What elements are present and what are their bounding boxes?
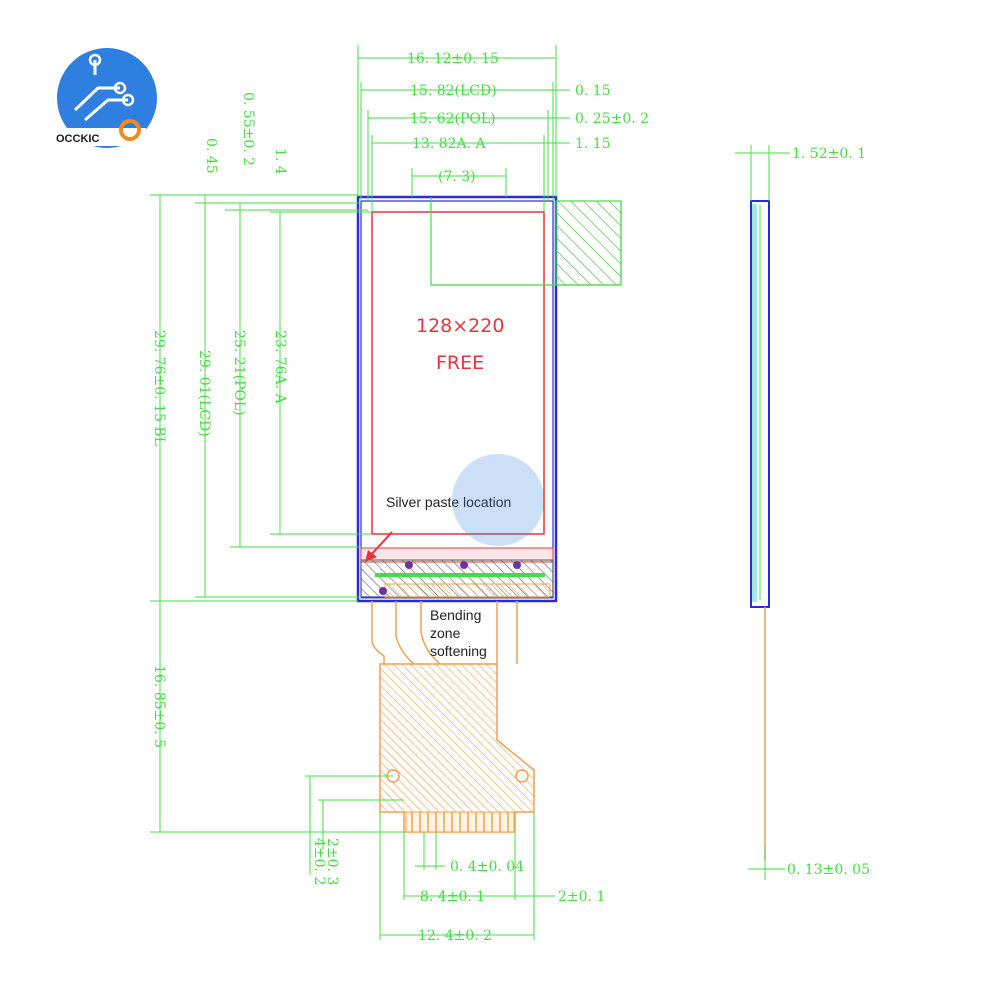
side-dimension-lines	[735, 145, 790, 880]
silver-paste-annotation: Silver paste location	[386, 494, 511, 510]
resolution-label: 128×220	[416, 315, 504, 337]
dim-contact-span: 8. 4±0. 1	[420, 889, 485, 905]
pad-dot	[460, 561, 468, 569]
dim-fpc-thickness: 0. 13±0. 05	[787, 862, 870, 878]
dim-pitch: 0. 4±0. 04	[450, 859, 524, 875]
gear-icon	[119, 119, 141, 141]
pad-dot	[513, 561, 521, 569]
dim-aa-height: 23. 76A. A	[272, 330, 288, 405]
dim-1-4: 1. 4	[272, 148, 288, 175]
dim-overall-width: 16. 12±0. 15	[407, 51, 499, 67]
fpc-traces	[371, 601, 518, 665]
fpc-mount-hole	[515, 769, 529, 783]
silver-paste-arrow	[369, 531, 393, 557]
dim-bl-height: 29. 76±0. 15 BL	[151, 330, 167, 446]
dim-2-03: 2±0. 3	[324, 838, 340, 885]
left-dimension-lines	[150, 194, 404, 833]
watermark-logo	[452, 454, 544, 546]
active-area-outline	[371, 211, 545, 535]
pad-dot	[379, 587, 387, 595]
dim-right-offset-3: 1. 15	[575, 136, 611, 152]
watermark-circle	[452, 454, 544, 546]
top-dimension-lines	[357, 45, 570, 212]
dim-lcd-height: 29. 01(LCD)	[196, 350, 212, 437]
circuit-node-icon	[88, 53, 102, 67]
dim-fpc-length: 16. 85±0. 5	[151, 665, 167, 748]
dim-edge-offset: 2±0. 1	[558, 889, 605, 905]
fpc-bond-area	[384, 583, 551, 598]
side-polarizer	[752, 204, 757, 602]
arrow-head-icon	[365, 550, 377, 562]
logo-text: OCCKIC	[56, 133, 99, 145]
circuit-icon	[73, 60, 128, 122]
dim-0-45: 0. 45	[203, 138, 219, 174]
circuit-node-icon	[113, 81, 127, 95]
free-label: FREE	[436, 352, 484, 374]
dim-lcd-width: 15. 82(LCD)	[410, 83, 497, 99]
dim-pol-height: 25. 21(POL)	[231, 330, 247, 416]
dim-tab-width: (7. 3)	[438, 169, 476, 185]
backlight-outline	[356, 195, 558, 603]
dim-right-offset-1: 0. 15	[575, 83, 611, 99]
fpc-contact-fingers	[411, 812, 509, 832]
side-view: 1. 52±0. 1 0. 13±0. 05	[735, 145, 870, 880]
dim-4-02: 4±0. 2	[311, 838, 327, 885]
dim-pol-width: 15. 62(POL)	[410, 111, 496, 127]
brand-logo: OCCKIC	[54, 48, 157, 148]
dim-side-thickness: 1. 52±0. 1	[792, 146, 866, 162]
bending-zone-annotation: Bending zone softening	[430, 607, 487, 659]
dim-aa-width: 13. 82A. A	[412, 136, 487, 152]
circuit-node-icon	[121, 93, 135, 107]
dim-0-55: 0. 55±0. 2	[240, 92, 256, 166]
bottom-dimension-lines	[305, 775, 555, 940]
dim-fpc-width: 12. 4±0. 2	[418, 928, 492, 944]
front-view: 128×220 FREE Silver paste location	[356, 195, 622, 603]
fpc-body	[379, 663, 535, 833]
pad-dot	[405, 561, 413, 569]
fpc-tail: Bending zone softening	[371, 601, 535, 833]
hatched-tab	[555, 200, 622, 286]
dim-right-offset-2: 0. 25±0. 2	[575, 111, 649, 127]
